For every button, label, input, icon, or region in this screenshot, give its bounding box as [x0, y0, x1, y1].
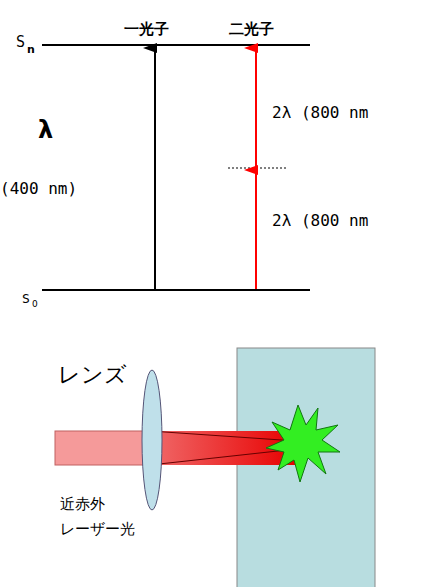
- level-name: S: [22, 292, 30, 305]
- level-subscript: 0: [32, 300, 38, 309]
- part-name: 近赤外: [60, 497, 105, 512]
- energy-levels: [42, 45, 310, 290]
- wavelength-value: (400 nm): [0, 181, 77, 197]
- wavelength-symbol: λ: [38, 118, 53, 142]
- level-subscript: n: [27, 44, 35, 55]
- wavelength-label: 2λ (800 nm: [272, 213, 368, 229]
- part-name: レンズ: [58, 364, 127, 386]
- wavelength-label: 2λ (800 nm: [272, 105, 368, 121]
- focusing-illustration: [55, 348, 375, 587]
- part-name: レーザー光: [60, 522, 135, 537]
- column-heading: 二光子: [229, 22, 274, 37]
- column-heading: 一光子: [124, 22, 169, 37]
- level-name: S: [16, 35, 25, 50]
